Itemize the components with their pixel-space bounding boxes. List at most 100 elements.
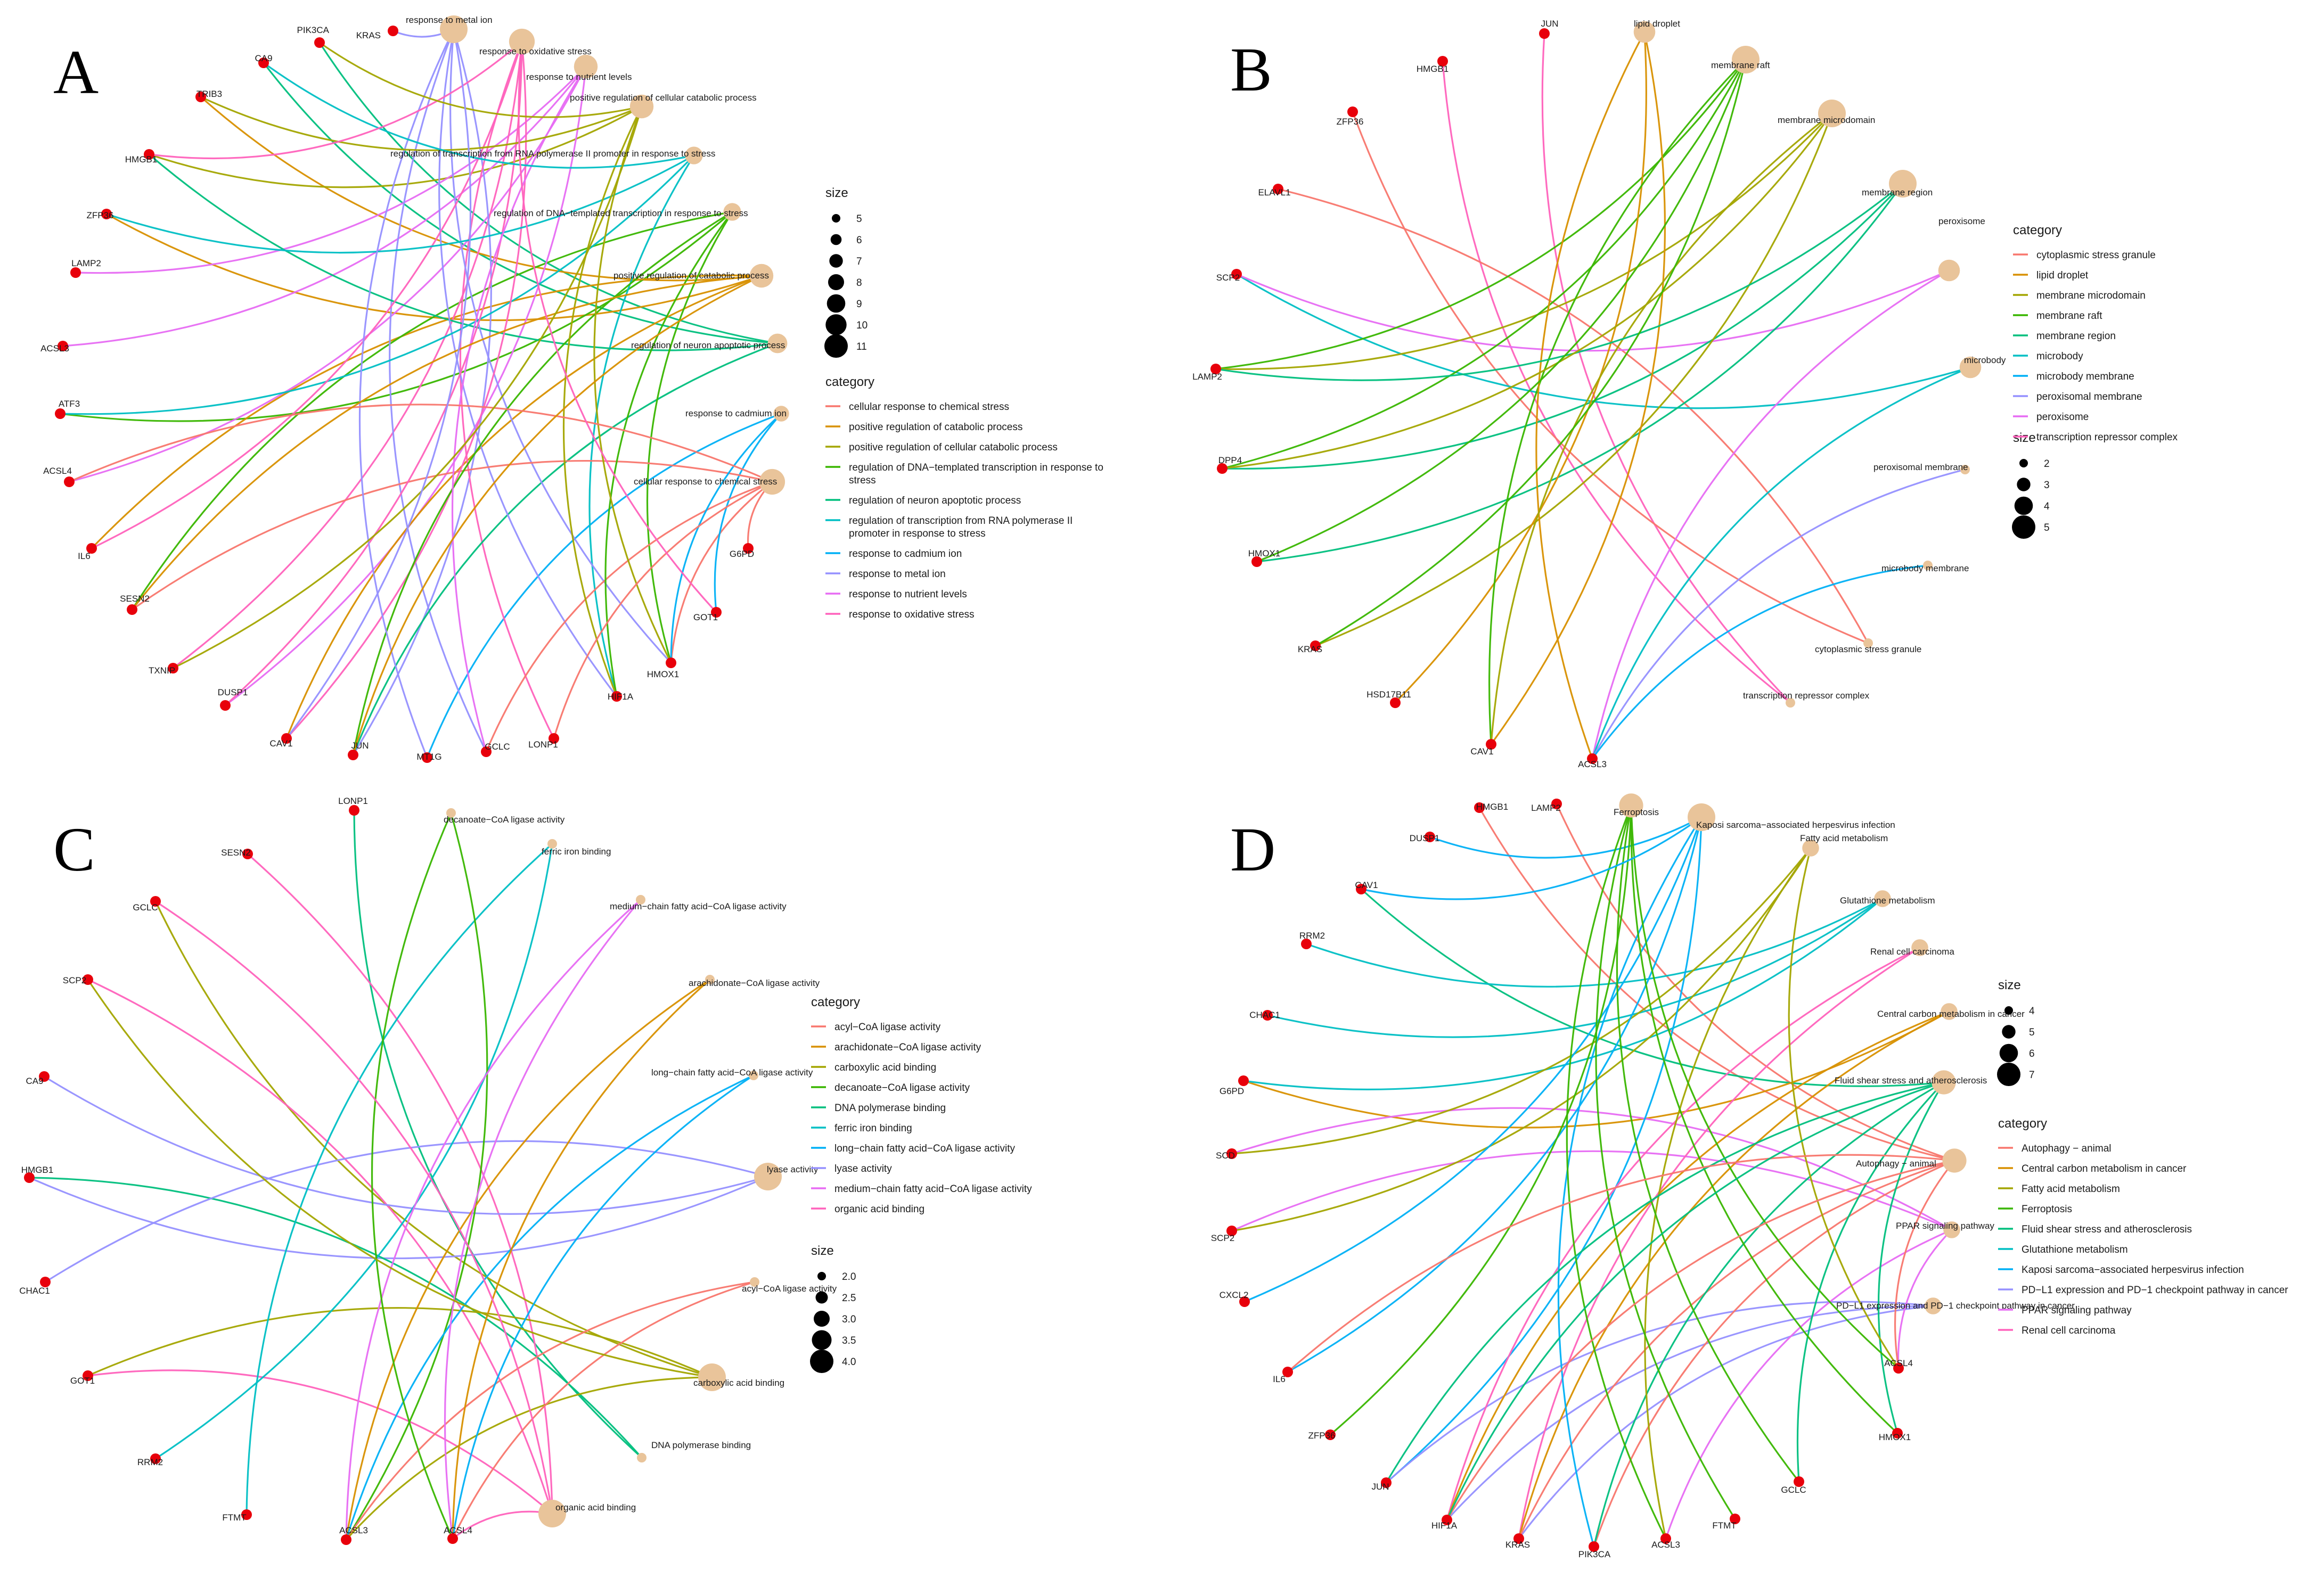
concept-node	[1960, 465, 1970, 474]
size-legend-label: 9	[856, 299, 862, 310]
network-edge	[452, 979, 711, 1539]
category-legend-label: regulation of transcription from RNA pol…	[849, 515, 1073, 539]
network-edge	[247, 853, 553, 1514]
gene-node	[1251, 556, 1262, 567]
concept-label: acyl−CoA ligase activity	[742, 1284, 837, 1294]
gene-node	[40, 1277, 51, 1287]
gene-node	[422, 752, 432, 763]
gene-node	[55, 408, 66, 419]
network-edge	[1788, 848, 1900, 1369]
category-legend-label: lipid droplet	[2036, 270, 2089, 281]
network-edge	[1518, 947, 1920, 1539]
network-edge	[87, 1307, 713, 1378]
network-edge	[1894, 1160, 1955, 1369]
category-legend-label: Autophagy − animal	[2022, 1143, 2111, 1154]
gene-label: CA9	[26, 1076, 43, 1086]
network-edge	[154, 901, 713, 1378]
network-edge	[1630, 805, 1900, 1369]
gene-label: JUN	[1371, 1482, 1389, 1492]
gene-node	[241, 1509, 252, 1520]
size-legend-label: 3.0	[842, 1314, 856, 1325]
gene-label: GOT1	[693, 612, 718, 622]
network-edge	[353, 810, 643, 1459]
gene-label: ZFP36	[1336, 117, 1363, 127]
network-edge	[1278, 188, 1869, 644]
category-legend-label: arachidonate−CoA ligase activity	[834, 1042, 981, 1053]
concept-node	[685, 146, 703, 165]
network-edge	[1644, 848, 1812, 1539]
network-edge	[451, 66, 587, 752]
concept-label: microbody	[1964, 355, 2006, 365]
network-edge	[1446, 1081, 1944, 1521]
size-legend-label: 2.0	[842, 1271, 856, 1283]
network-edge	[60, 154, 695, 415]
size-legend-label: 8	[856, 277, 862, 289]
category-legend-label: response to nutrient levels	[849, 589, 967, 600]
category-legend-label: Glutathione metabolism	[2022, 1244, 2128, 1255]
concept-node	[754, 1163, 782, 1190]
network-edge	[29, 1176, 768, 1260]
gene-node	[711, 607, 722, 618]
network-edge	[148, 153, 778, 351]
size-legend-dot	[824, 334, 848, 358]
gene-node	[1273, 184, 1283, 194]
edge-layer	[1215, 31, 1971, 759]
gene-label: ZFP36	[86, 210, 113, 220]
gene-label: ZFP36	[1308, 1431, 1335, 1441]
network-edge	[1591, 366, 1971, 759]
concept-label: medium−chain fatty acid−CoA ligase activ…	[610, 901, 787, 911]
network-edge	[345, 1281, 755, 1540]
network-edge	[131, 275, 762, 610]
gene-node	[1730, 1514, 1740, 1524]
concept-node	[1619, 793, 1643, 818]
concept-label: Fluid shear stress and atherosclerosis	[1835, 1075, 1987, 1086]
network-edge	[1518, 1160, 1955, 1539]
gene-node	[549, 733, 559, 744]
gene-node	[150, 1453, 161, 1464]
gene-node	[127, 604, 137, 615]
concept-label: Autophagy − animal	[1856, 1158, 1936, 1169]
size-legend-title: size	[825, 186, 848, 200]
size-legend-label: 7	[856, 256, 862, 267]
network-edge	[106, 213, 762, 322]
gene-label: GCLC	[485, 742, 510, 752]
network-edge	[345, 899, 642, 1540]
network-edge	[485, 481, 773, 752]
concept-node	[574, 54, 598, 79]
network-edge	[285, 29, 472, 739]
gene-label: HIF1A	[1431, 1521, 1458, 1531]
gene-node	[481, 746, 492, 757]
gene-label: G6PD	[1220, 1086, 1244, 1096]
network-edge	[562, 106, 643, 697]
gene-label: LONP1	[338, 796, 368, 806]
network-edge	[1385, 1301, 1934, 1484]
category-legend-label: membrane raft	[2036, 310, 2102, 322]
network-edge	[1665, 1229, 1952, 1539]
network-edge	[588, 155, 695, 697]
concept-node	[773, 406, 789, 422]
concept-node	[1941, 1003, 1958, 1020]
concept-node	[1959, 356, 1982, 379]
gene-node	[1892, 1428, 1903, 1439]
gene-label: ACSL4	[43, 466, 72, 476]
gene-node	[388, 26, 398, 36]
network-edge	[155, 900, 553, 1514]
gene-label: JUN	[1541, 19, 1558, 29]
gene-label: HMGB1	[1417, 64, 1449, 74]
gene-label: HIF1A	[608, 692, 634, 702]
gene-node	[349, 805, 359, 816]
concept-label: Ferroptosis	[1614, 807, 1659, 817]
category-legend-label: membrane microdomain	[2036, 290, 2146, 301]
network-edge	[87, 979, 553, 1514]
concept-label: peroxisomal membrane	[1873, 462, 1968, 472]
gene-label: HMGB1	[1476, 802, 1508, 812]
gene-node	[1425, 832, 1435, 842]
panel-letter: A	[53, 37, 99, 107]
network-edge	[246, 843, 553, 1515]
gene-label: CAV1	[1355, 880, 1378, 890]
concept-node	[636, 895, 645, 905]
gene-label: CA9	[255, 53, 272, 63]
gene-node	[83, 974, 93, 985]
gene-label: SCP2	[1216, 273, 1240, 283]
